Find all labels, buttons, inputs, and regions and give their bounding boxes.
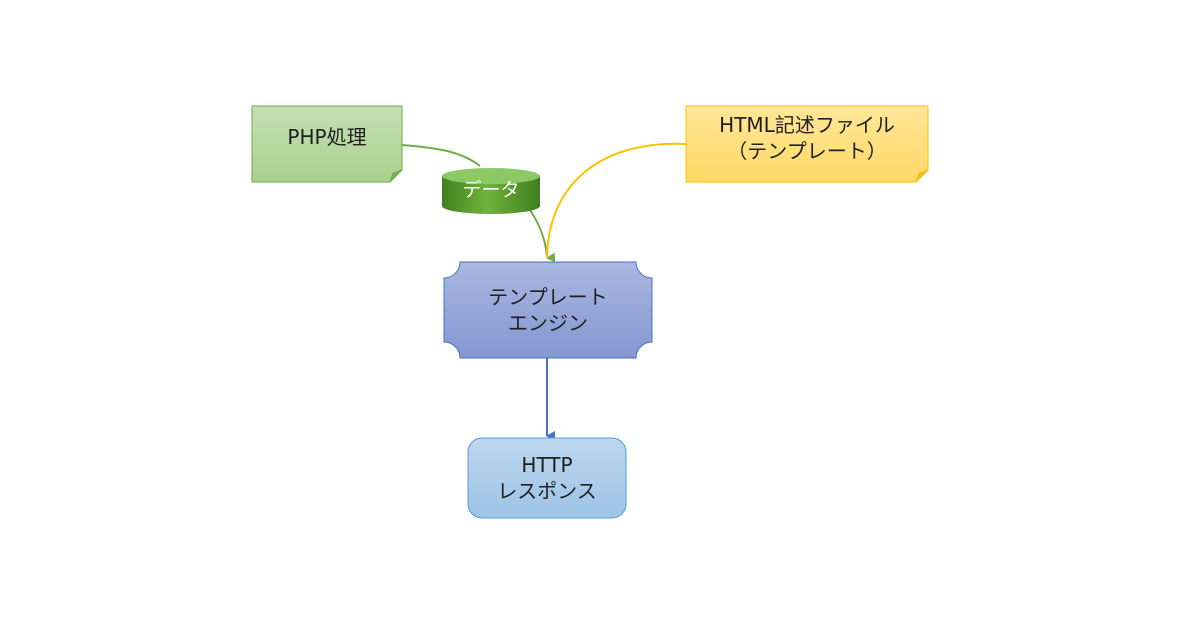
http-response-node: HTTP レスポンス [468,438,626,518]
data-to-engine-connector [529,209,556,263]
php-processing-node: PHP処理 [252,106,402,168]
html-template-label-line2: （テンプレート） [727,139,887,163]
template-to-engine-connector [546,142,687,259]
data-node: データ [440,170,542,210]
http-response-label-line1: HTTP [521,453,573,477]
template-engine-label-line2: エンジン [508,311,588,335]
php-processing-label: PHP処理 [287,125,367,149]
data-label: データ [462,178,520,201]
template-engine-shape [443,261,653,359]
php-to-data-connector [401,144,481,167]
data-cylinder-shape [442,168,540,214]
http-response-shape [467,437,627,519]
template-engine-label-line1: テンプレート [488,285,608,309]
html-template-note-shape [685,105,929,183]
http-response-label-line2: レスポンス [497,479,597,503]
html-template-label-line1: HTML記述ファイル [719,113,895,137]
html-template-node: HTML記述ファイル （テンプレート） [686,106,928,170]
php-note-shape [251,105,403,183]
template-engine-node: テンプレート エンジン [444,262,652,358]
